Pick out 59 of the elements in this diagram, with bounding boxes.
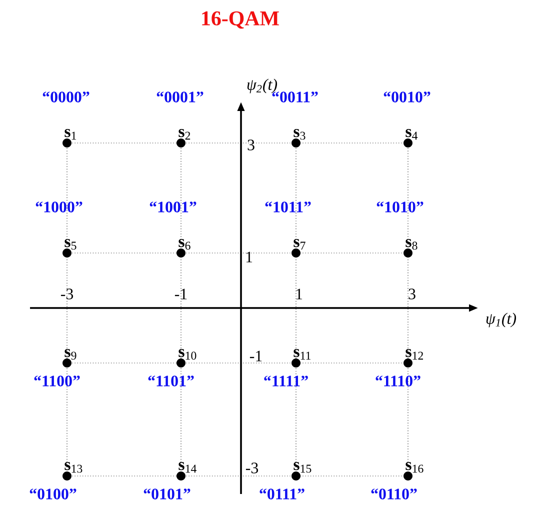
bit-label: “1010” bbox=[376, 202, 424, 212]
constellation-point bbox=[62, 248, 72, 258]
point-label: s$_{4}$ bbox=[406, 129, 418, 140]
constellation-point bbox=[292, 248, 300, 258]
point-label: s$_{11}$ bbox=[294, 349, 310, 360]
bit-label: “1101” bbox=[148, 376, 194, 386]
bit-label: “1001” bbox=[150, 202, 196, 212]
constellation-point bbox=[62, 138, 72, 148]
point-label: s$_{12}$ bbox=[406, 349, 423, 360]
point-label: s$_{10}$ bbox=[178, 349, 196, 360]
title: 16-QAM bbox=[202, 11, 279, 29]
point-label: s$_{8}$ bbox=[406, 239, 418, 250]
bit-label: “1100” bbox=[34, 376, 80, 386]
constellation-point bbox=[176, 472, 186, 480]
point-label: s$_{3}$ bbox=[294, 129, 306, 140]
point-label: s$_{2}$ bbox=[178, 129, 190, 140]
bit-label: “0011” bbox=[272, 92, 318, 102]
bit-label: “0001” bbox=[156, 92, 204, 102]
point-label: s$_{9}$ bbox=[64, 349, 76, 360]
bit-label: “0110” bbox=[371, 488, 417, 500]
point-label: s$_{15}$ bbox=[294, 462, 312, 473]
constellation-point bbox=[292, 138, 300, 148]
bit-label: “1110” bbox=[376, 376, 420, 386]
bit-label: “0111” bbox=[260, 488, 304, 500]
constellation-point bbox=[292, 472, 300, 480]
axis-label: ψ$_{2}$(t) bbox=[247, 78, 278, 94]
point-label: s$_{16}$ bbox=[406, 462, 424, 473]
bit-label: “1000” bbox=[36, 202, 82, 212]
point-label: s$_{13}$ bbox=[64, 462, 82, 473]
bit-label: “1011” bbox=[265, 202, 311, 212]
bit-label: “0000” bbox=[42, 92, 90, 102]
bit-label: “1111” bbox=[264, 376, 308, 386]
constellation-point bbox=[404, 138, 412, 148]
constellation-point bbox=[62, 472, 72, 480]
tick-label: -1 bbox=[250, 350, 262, 362]
point-label: s$_{7}$ bbox=[294, 239, 306, 250]
constellation-point bbox=[176, 138, 186, 148]
bit-label: “0101” bbox=[144, 488, 190, 500]
tick-label: 1 bbox=[296, 288, 302, 300]
point-label: s$_{5}$ bbox=[64, 239, 76, 250]
tick-label: -1 bbox=[174, 288, 187, 300]
constellation-point bbox=[404, 358, 412, 368]
constellation-point bbox=[62, 358, 72, 368]
point-label: s$_{6}$ bbox=[178, 239, 190, 250]
point-label: s$_{14}$ bbox=[178, 462, 196, 473]
constellation-point bbox=[176, 248, 186, 258]
constellation-point bbox=[176, 358, 186, 368]
tick-label: 3 bbox=[248, 140, 254, 150]
tick-label: -3 bbox=[246, 462, 258, 474]
tick-label: 1 bbox=[246, 252, 252, 262]
axis-label: ψ$_{1}$(t) bbox=[486, 312, 516, 328]
constellation-point bbox=[292, 358, 300, 368]
bit-label: “0100” bbox=[30, 488, 76, 500]
bit-label: “0010” bbox=[384, 92, 430, 102]
tick-label: 3 bbox=[408, 288, 416, 300]
constellation-point bbox=[404, 472, 412, 480]
constellation-point bbox=[404, 248, 412, 258]
tick-label: -3 bbox=[60, 288, 74, 300]
point-label: s$_{1}$ bbox=[64, 129, 76, 140]
